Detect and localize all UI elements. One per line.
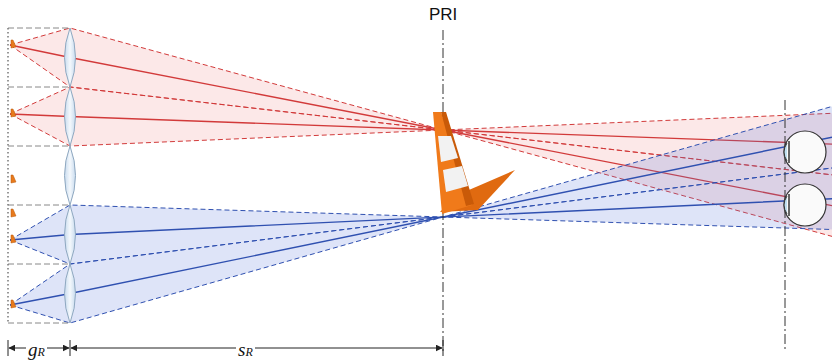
lenslet-boundary: [8, 264, 70, 265]
lenslet-boundary: [8, 323, 70, 324]
lenslet: [65, 87, 76, 146]
dimension-lines: [8, 340, 443, 356]
lens-array: [8, 28, 76, 323]
ray-cone: [10, 87, 443, 146]
lenslet: [65, 146, 76, 205]
plane-label: PRI: [427, 6, 459, 23]
elemental-image: [11, 235, 16, 243]
chief-ray: [10, 114, 832, 144]
lenslet-boundary: [8, 28, 70, 29]
elemental-image: [11, 175, 16, 183]
lenslet: [65, 264, 76, 323]
lenslet-boundary: [8, 87, 70, 88]
ray-bundles: [10, 28, 832, 323]
lenslet: [65, 28, 76, 87]
marginal-ray: [10, 113, 832, 146]
elemental-image: [11, 40, 16, 48]
eye: [784, 184, 826, 226]
display-plane: [7, 28, 9, 324]
lenslet-boundary: [8, 205, 70, 206]
eye: [784, 131, 826, 173]
dimension-label: sR: [236, 336, 255, 359]
elemental-image: [11, 209, 16, 217]
elemental-image: [11, 109, 16, 117]
chief-ray: [10, 137, 832, 305]
eyes: [784, 131, 826, 226]
dimension-label: gR: [26, 336, 47, 359]
marginal-ray: [10, 106, 832, 323]
elemental-image: [11, 300, 16, 308]
lenslet: [65, 205, 76, 264]
traffic-cone: [433, 112, 515, 214]
source-images: [11, 40, 16, 308]
eye-plane: [785, 100, 786, 352]
marginal-ray: [10, 168, 832, 305]
lenslet-boundary: [8, 146, 70, 147]
